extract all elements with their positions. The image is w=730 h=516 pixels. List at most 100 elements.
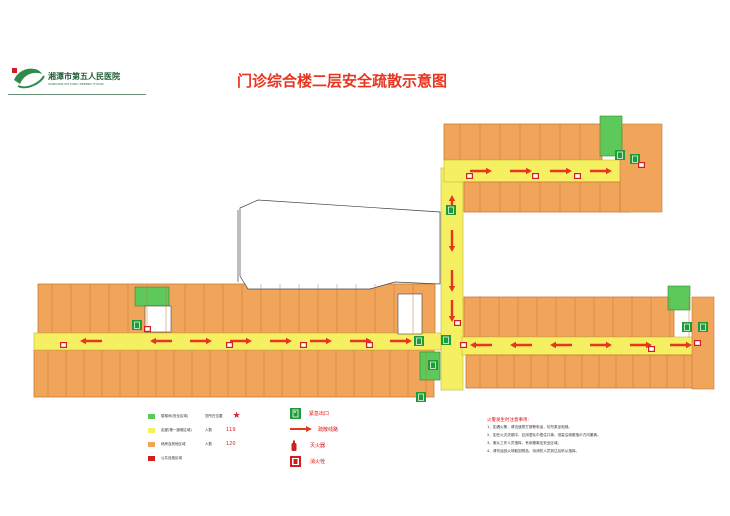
hospital-name: 湘潭市第五人民医院 [48,71,120,81]
you-are-here-star-icon: ★ [232,411,241,421]
legend-swatch [148,413,155,419]
left-wing-lower-rooms [33,349,435,398]
legend-count-value: 120 [226,441,236,447]
legend-count-item: 人数 119 [205,423,265,437]
evacuation-arrow [448,195,456,213]
fire-hydrant-icon [460,342,467,348]
emergency-exit-icon [441,335,451,345]
fire-safety-notes: 火警发生时注意事项: 1、如遇火警，请迅速拨打报警电话，切勿乘坐电梯。 2、如在… [487,417,717,455]
legend-area-label: 公共设施区域 [161,455,182,460]
evacuation-arrow [448,270,456,292]
legend-area-item: 楼梯间(安全区域) [148,409,248,423]
notes-item: 2、如在火灾浓烟中，应用湿毛巾捂住口鼻，低姿沿疏散指示方向撤离。 [487,433,601,437]
stair-left [134,286,170,307]
evacuation-route-icon [290,426,312,432]
evacuation-arrow [390,337,412,345]
evacuation-arrow [448,300,456,322]
fire-hydrant-icon [366,342,373,348]
notes-item: 4、请勿返回火场取回物品，待消防人员到达后听从指挥。 [487,449,580,453]
legend-areas: 楼梯间(安全区域) 走廊(第一避难区域) 病房及其他区域 公共设施区域 [148,409,248,465]
upper-right-end-rooms [619,123,663,213]
fire-hydrant-icon [694,340,701,346]
lower-right-end-rooms [691,296,715,390]
evacuation-arrow [230,337,252,345]
emergency-exit-icon [698,322,708,332]
evacuation-arrow [310,337,332,345]
emergency-exit-icon [615,150,625,160]
legend-symbol-label: 疏散线路 [318,426,339,433]
fire-hydrant-icon [638,162,645,168]
legend-count-value: 119 [226,427,236,433]
emergency-exit-icon [416,392,426,402]
evacuation-arrow [510,167,532,175]
notes-title: 火警发生时注意事项: [487,418,530,423]
upper-right-south-rooms [463,181,631,213]
legend-area-label: 楼梯间(安全区域) [161,413,189,418]
hospital-logo-icon [12,68,45,89]
legend-area-label: 病房及其他区域 [161,441,186,446]
evacuation-arrow [470,341,492,349]
logo-divider [8,94,146,95]
evacuation-arrow [510,341,532,349]
legend-symbol-item: 紧急出口 [290,405,370,421]
evacuation-arrow [590,341,612,349]
evacuation-arrow [590,167,612,175]
evacuation-arrow [670,341,692,349]
emergency-exit-icon [414,336,424,346]
emergency-exit-icon [682,322,692,332]
legend-count-label: 人数 [205,441,212,446]
evacuation-arrow [630,341,652,349]
evacuation-arrow [270,337,292,345]
atrium-outline [239,199,441,290]
fire-hydrant-icon [144,326,151,332]
fire-hydrant-icon [454,320,461,326]
legend-swatch [148,441,155,447]
fire-hydrant-icon [648,346,655,352]
emergency-exit-icon [290,407,301,419]
evacuation-arrow [470,167,492,175]
legend-swatch [148,427,155,433]
evacuation-arrow [190,337,212,345]
legend-count-item: 您所在位置 ★ [205,409,265,423]
evacuation-arrow [150,337,172,345]
stair-lower-right [667,285,691,311]
fire-hydrant-icon [466,173,473,179]
legend-count-label: 您所在位置 [205,413,223,418]
lower-right-south-rooms [465,354,697,389]
page-title: 门诊综合楼二层安全疏散示意图 [236,72,447,90]
legend-area-item: 病房及其他区域 [148,437,248,451]
fire-hydrant-icon [532,173,539,179]
emergency-exit-icon [630,154,640,164]
legend-area-item: 公共设施区域 [148,451,248,465]
legend-area-item: 走廊(第一避难区域) [148,423,248,437]
fire-hydrant-icon [60,342,67,348]
legend-area-label: 走廊(第一避难区域) [161,427,192,432]
legend-counts: 您所在位置 ★ 人数 119 人数 120 [205,409,265,451]
fire-extinguisher-icon [291,440,297,451]
legend-symbol-label: 消火栓 [310,458,326,465]
evacuation-arrow [80,337,102,345]
evacuation-arrow [550,167,572,175]
left-wing-upper-rooms [37,283,436,334]
fire-hydrant-icon [290,455,301,467]
legend-symbol-label: 紧急出口 [309,410,330,417]
legend-symbol-item: 消火栓 [290,453,370,469]
fire-hydrant-icon [226,342,233,348]
lower-right-north-rooms [463,296,675,338]
elevator-block [397,293,423,335]
emergency-exit-icon [446,205,456,215]
notes-item: 1、如遇火警，请迅速拨打报警电话，切勿乘坐电梯。 [487,425,572,429]
legend-swatch [148,455,155,461]
legend-count-item: 人数 120 [205,437,265,451]
legend-symbol-item: 疏散线路 [290,421,370,437]
legend-symbol-item: 灭火器 [290,437,370,453]
legend-symbols: 紧急出口 疏散线路 灭火器 消火栓 [290,405,370,469]
upper-right-north-rooms [443,123,603,161]
emergency-exit-icon [428,360,438,370]
evacuation-arrow [550,341,572,349]
fire-hydrant-icon [574,173,581,179]
legend-symbol-label: 灭火器 [310,442,326,449]
evacuation-arrow [448,230,456,252]
fire-hydrant-icon [300,342,307,348]
